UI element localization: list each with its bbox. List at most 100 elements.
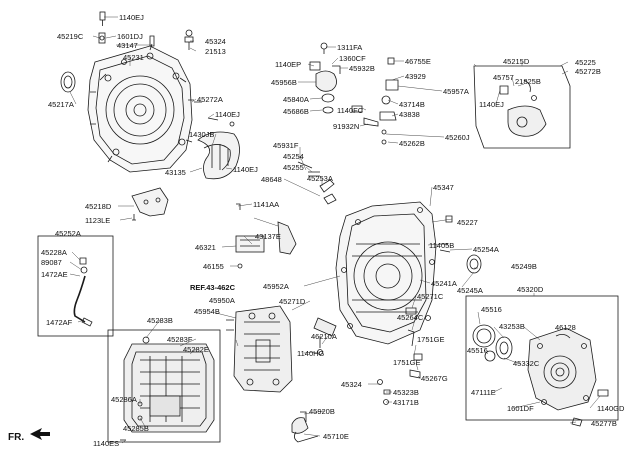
part-label: 1140GD bbox=[597, 404, 625, 413]
part-label: 45320D bbox=[517, 285, 544, 294]
part-label: 46321 bbox=[195, 243, 216, 252]
part-label: 45271C bbox=[417, 292, 444, 301]
oil-pan-box bbox=[107, 329, 221, 443]
part-label: 45347 bbox=[433, 183, 454, 192]
front-arrow-icon bbox=[30, 428, 50, 440]
part-label: 1140EJ bbox=[215, 110, 240, 119]
part-label: 45952A bbox=[263, 282, 289, 291]
part-label: 1751GE bbox=[393, 358, 421, 367]
part-label: 45323B bbox=[393, 388, 419, 397]
part-label: 1472AE bbox=[41, 270, 68, 279]
valve-body bbox=[226, 305, 293, 393]
part-label: 1601DF bbox=[507, 404, 534, 413]
ring-seal-45249b bbox=[439, 215, 482, 274]
part-label: 46155 bbox=[203, 262, 224, 271]
part-label: 47111E bbox=[471, 388, 496, 397]
part-label: 45272A bbox=[197, 95, 223, 104]
small-pins-upper-left bbox=[98, 11, 239, 163]
part-label: 45219C bbox=[57, 32, 84, 41]
part-label: 45253A bbox=[307, 174, 333, 183]
part-label: 1140EJ bbox=[119, 13, 144, 22]
part-label: 45252A bbox=[55, 229, 81, 238]
part-label: 45267G bbox=[421, 374, 448, 383]
part-label: 48648 bbox=[261, 175, 282, 184]
sensor-bracket-box bbox=[473, 65, 571, 149]
part-label: 45271D bbox=[279, 297, 306, 306]
part-label: 1430JB bbox=[189, 130, 215, 139]
part-label: 1123LE bbox=[85, 216, 111, 225]
part-label: 45920B bbox=[309, 407, 335, 416]
converter-housing bbox=[87, 43, 194, 173]
part-label: 45231 bbox=[123, 53, 144, 62]
part-label: 45218D bbox=[85, 202, 112, 211]
part-label: 45272B bbox=[575, 67, 601, 76]
part-label: 45516 bbox=[467, 346, 488, 355]
part-label: 45264C bbox=[397, 313, 424, 322]
part-label: 45324 bbox=[205, 37, 226, 46]
part-label: 45324 bbox=[341, 380, 362, 389]
part-label: 45956B bbox=[271, 78, 297, 87]
part-label: 45227 bbox=[457, 218, 478, 227]
part-label: 45332C bbox=[513, 359, 540, 368]
pump-assembly-box bbox=[465, 295, 619, 421]
part-label: 45225 bbox=[575, 58, 596, 67]
solenoid-cluster-top bbox=[309, 42, 399, 145]
part-label: 45217A bbox=[48, 100, 74, 109]
part-label: 1472AF bbox=[46, 318, 73, 327]
bracket-45218d bbox=[131, 187, 169, 221]
part-label: 45516 bbox=[481, 305, 502, 314]
part-label: 1140EJ bbox=[479, 100, 504, 109]
part-label: 45957A bbox=[443, 87, 469, 96]
part-label: 45249B bbox=[511, 262, 537, 271]
part-label: 1140HG bbox=[297, 349, 325, 358]
seal-ring-45217a bbox=[60, 71, 76, 93]
part-label: 46755E bbox=[405, 57, 431, 66]
part-label: 43253B bbox=[499, 322, 525, 331]
part-label: 21825B bbox=[515, 77, 541, 86]
lower-right-bolts bbox=[571, 389, 609, 427]
part-label: 43147 bbox=[117, 41, 138, 50]
part-label: 91932N bbox=[333, 122, 360, 131]
part-label: 45262B bbox=[399, 139, 425, 148]
part-label: 46128 bbox=[555, 323, 576, 332]
part-label: 45241A bbox=[431, 279, 457, 288]
part-label: 43137E bbox=[255, 232, 281, 241]
part-label: 45254A bbox=[473, 245, 499, 254]
part-label: 45686B bbox=[283, 107, 309, 116]
part-label: 45260J bbox=[445, 133, 470, 142]
part-label: 11405B bbox=[429, 241, 455, 250]
part-label: 45950A bbox=[209, 296, 235, 305]
part-label: 45286A bbox=[111, 395, 137, 404]
part-label: 1360CF bbox=[339, 54, 366, 63]
leader-lines bbox=[69, 16, 601, 444]
part-label: 45757 bbox=[493, 73, 514, 82]
part-label: 45277B bbox=[591, 419, 617, 428]
part-label: 45254 bbox=[283, 152, 304, 161]
part-label: 45932B bbox=[349, 64, 375, 73]
part-label: 45215D bbox=[503, 57, 530, 66]
part-label: 45931F bbox=[273, 141, 299, 150]
part-label: 21513 bbox=[205, 47, 226, 56]
part-label: 45255 bbox=[283, 163, 304, 172]
right-middle-small-parts bbox=[405, 307, 423, 379]
part-label: 45283F bbox=[167, 335, 193, 344]
part-label: 1140FC bbox=[337, 106, 364, 115]
part-label: 45282E bbox=[183, 345, 209, 354]
part-label: 1601DJ bbox=[117, 32, 143, 41]
oil-pump-shield bbox=[197, 131, 240, 180]
part-label: 43929 bbox=[405, 72, 426, 81]
part-label: 45228A bbox=[41, 248, 67, 257]
part-label: 43838 bbox=[399, 110, 420, 119]
part-label: 1311FA bbox=[337, 43, 363, 52]
part-label: 1140ES bbox=[93, 439, 120, 448]
part-label: 43171B bbox=[393, 398, 419, 407]
part-label: 46210A bbox=[311, 332, 337, 341]
part-label: 43135 bbox=[165, 168, 186, 177]
part-label: 45840A bbox=[283, 95, 309, 104]
part-label: 45245A bbox=[457, 286, 483, 295]
part-label: 43714B bbox=[399, 100, 425, 109]
part-label: 45285B bbox=[123, 424, 149, 433]
small-parts-center bbox=[235, 161, 337, 269]
